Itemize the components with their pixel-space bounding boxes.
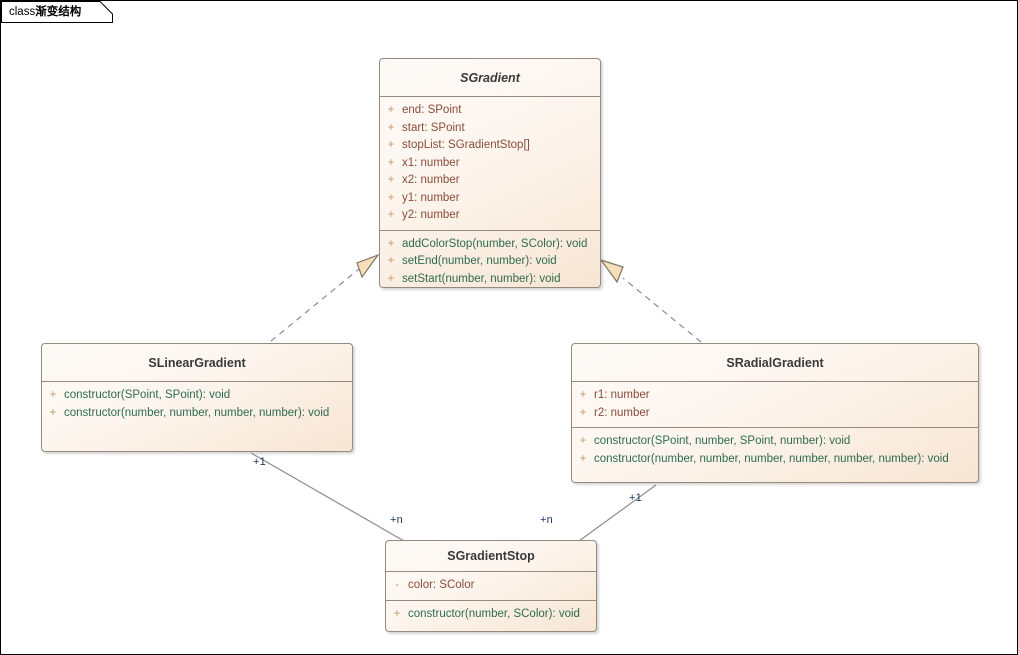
multiplicity-linear-source: +1 <box>253 456 266 468</box>
class-title-sgradientstop: SGradientStop <box>386 541 596 572</box>
visibility-marker: + <box>49 406 57 419</box>
visibility-marker: + <box>387 272 395 285</box>
operation-row: + constructor(SPoint, SPoint): void <box>42 387 352 405</box>
operation-row: + addColorStop(number, SColor): void <box>380 236 600 254</box>
class-title-slineargradient: SLinearGradient <box>42 344 352 382</box>
attribute-row: + x2: number <box>380 172 600 190</box>
visibility-marker: + <box>387 191 395 204</box>
realization-linear-to-gradient <box>270 253 380 342</box>
realization-linear-arrowhead <box>356 253 380 279</box>
attributes-compartment-sgradientstop: - color: SColor <box>386 572 596 600</box>
realization-radial-line <box>622 277 702 343</box>
operation-signature: constructor(number, SColor): void <box>408 607 580 620</box>
realization-linear-line <box>270 268 360 342</box>
association-linear-to-stop <box>250 452 405 542</box>
visibility-marker: + <box>579 389 587 401</box>
diagram-frame-tab: class渐变结构 <box>1 1 113 23</box>
frame-tab-label: class渐变结构 <box>9 4 81 20</box>
operation-row: + constructor(SPoint, number, SPoint, nu… <box>572 433 978 451</box>
attribute-row: + r1: number <box>572 387 978 405</box>
operation-row: + setEnd(number, number): void <box>380 253 600 271</box>
operation-signature: addColorStop(number, SColor): void <box>402 237 588 250</box>
operation-row: + constructor(number, SColor): void <box>386 606 596 624</box>
attribute-signature: stopList: SGradientStop[] <box>402 139 530 151</box>
frame-tab-keyword: class <box>9 6 36 18</box>
multiplicity-linear-target: +n <box>390 514 403 526</box>
visibility-marker: + <box>387 209 395 221</box>
attribute-signature: x1: number <box>402 156 460 169</box>
attribute-row: + start: SPoint <box>380 120 600 138</box>
operations-compartment-sradialgradient: + constructor(SPoint, number, SPoint, nu… <box>572 427 978 473</box>
frame-tab-name: 渐变结构 <box>35 6 82 18</box>
visibility-marker: + <box>387 156 395 169</box>
attributes-compartment-sgradient: + end: SPoint + start: SPoint + stopList… <box>380 97 600 230</box>
visibility-marker: + <box>393 607 401 620</box>
attribute-signature: start: SPoint <box>402 121 465 134</box>
class-title-sradialgradient: SRadialGradient <box>572 344 978 382</box>
class-title-sgradient: SGradient <box>380 59 600 97</box>
class-box-sgradient[interactable]: SGradient + end: SPoint + start: SPoint … <box>379 58 601 288</box>
attribute-row: + y1: number <box>380 190 600 208</box>
attribute-row: + x1: number <box>380 155 600 173</box>
attribute-signature: end: SPoint <box>402 104 462 116</box>
attribute-row: + end: SPoint <box>380 102 600 120</box>
class-box-sradialgradient[interactable]: SRadialGradient + r1: number + r2: numbe… <box>571 343 979 483</box>
class-box-sgradientstop[interactable]: SGradientStop - color: SColor + construc… <box>385 540 597 632</box>
visibility-marker: + <box>49 389 57 401</box>
operations-compartment-slineargradient: + constructor(SPoint, SPoint): void + co… <box>42 382 352 427</box>
operation-signature: constructor(SPoint, SPoint): void <box>64 389 231 401</box>
attribute-signature: x2: number <box>402 174 460 186</box>
visibility-marker: + <box>387 174 395 186</box>
attribute-signature: color: SColor <box>408 579 475 591</box>
operations-compartment-sgradient: + addColorStop(number, SColor): void + s… <box>380 229 600 288</box>
visibility-marker: + <box>387 104 395 116</box>
attribute-row: + stopList: SGradientStop[] <box>380 137 600 155</box>
operation-signature: constructor(SPoint, number, SPoint, numb… <box>594 435 851 447</box>
attribute-signature: r1: number <box>594 389 650 401</box>
operation-row: + constructor(number, number, number, nu… <box>42 405 352 423</box>
multiplicity-radial-target: +n <box>540 514 553 526</box>
attribute-signature: y2: number <box>402 209 460 221</box>
attribute-row: + y2: number <box>380 207 600 225</box>
operation-signature: setEnd(number, number): void <box>402 255 557 267</box>
visibility-marker: + <box>387 139 395 151</box>
multiplicity-radial-source: +1 <box>629 492 642 504</box>
visibility-marker: - <box>395 579 399 591</box>
frame-tab-shape <box>1 1 113 23</box>
attribute-signature: y1: number <box>402 191 460 204</box>
association-radial-to-stop <box>578 484 657 542</box>
operation-signature: constructor(number, number, number, numb… <box>594 452 949 465</box>
visibility-marker: + <box>387 255 395 267</box>
operation-signature: constructor(number, number, number, numb… <box>64 406 330 419</box>
operation-signature: setStart(number, number): void <box>402 272 561 285</box>
operations-compartment-sgradientstop: + constructor(number, SColor): void <box>386 599 596 629</box>
operation-row: + setStart(number, number): void <box>380 271 600 288</box>
visibility-marker: + <box>579 452 587 465</box>
visibility-marker: + <box>387 237 395 250</box>
operation-row: + constructor(number, number, number, nu… <box>572 451 978 469</box>
visibility-marker: + <box>579 435 587 447</box>
class-box-slineargradient[interactable]: SLinearGradient + constructor(SPoint, SP… <box>41 343 353 452</box>
realization-radial-to-gradient <box>599 258 702 343</box>
attribute-signature: r2: number <box>594 406 650 419</box>
attributes-compartment-sradialgradient: + r1: number + r2: number <box>572 382 978 427</box>
visibility-marker: + <box>387 121 395 134</box>
visibility-marker: + <box>579 406 587 419</box>
attribute-row: + r2: number <box>572 405 978 423</box>
realization-radial-arrowhead <box>599 258 624 284</box>
attribute-row: - color: SColor <box>386 577 596 595</box>
